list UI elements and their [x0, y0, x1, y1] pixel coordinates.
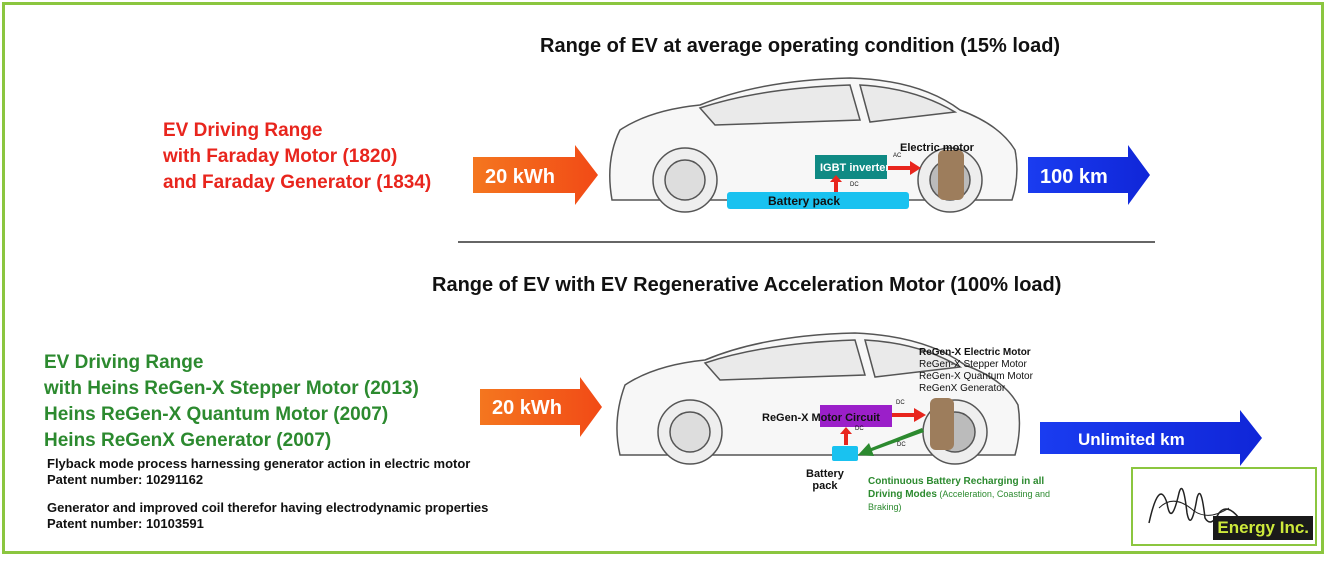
top-motor-label: Electric motor	[900, 142, 975, 154]
top-dc-arrow	[830, 175, 842, 192]
bottom-recharge-bold: Continuous Battery Recharging in all Dri…	[868, 476, 1045, 500]
top-left-text: EV Driving Range with Faraday Motor (182…	[163, 118, 431, 196]
bottom-left-text: EV Driving Range with Heins ReGen-X Step…	[44, 350, 419, 454]
bottom-motor-line-2: ReGen-X Stepper Motor	[919, 359, 1027, 370]
bottom-motor-arrow	[892, 408, 926, 422]
bottom-regen-circuit-box	[820, 405, 892, 427]
bottom-input-arrow	[480, 377, 602, 437]
bottom-battery-label: Battery pack	[806, 468, 844, 492]
bottom-title: Range of EV with EV Regenerative Acceler…	[432, 274, 1062, 296]
bottom-recharge-normal: (Acceleration, Coasting and Braking)	[868, 489, 1050, 512]
bottom-input-arrow-label: 20 kWh	[492, 397, 562, 419]
top-left-line-2: with Faraday Motor (1820)	[163, 146, 398, 167]
bottom-recharge-note: Continuous Battery Recharging in all Dri…	[868, 476, 1053, 514]
bottom-circuit-label: ReGen-X Motor Circuit	[762, 412, 880, 424]
bottom-output-arrow-label: Unlimited km	[1078, 430, 1185, 449]
top-inverter-box	[815, 155, 887, 179]
top-input-arrow-label: 20 kWh	[485, 166, 555, 188]
bottom-dc-arrow	[840, 427, 852, 445]
bottom-battery-line-1: Battery	[806, 468, 844, 480]
bottom-dc-label-mid: DC	[855, 426, 864, 432]
bottom-electric-motor-icon	[930, 398, 954, 450]
top-input-arrow	[473, 145, 598, 205]
bottom-car-illustration	[616, 332, 1021, 465]
bottom-battery-icon	[832, 446, 858, 461]
top-left-line-3: and Faraday Generator (1834)	[163, 172, 432, 193]
bottom-dc-label-top: DC	[896, 400, 905, 406]
patent-2-title: Generator and improved coil therefor hav…	[47, 500, 489, 515]
patent-1-number: Patent number: 10291162	[47, 472, 204, 487]
patent-1: Flyback mode process harnessing generato…	[47, 456, 470, 488]
patent-1-title: Flyback mode process harnessing generato…	[47, 456, 471, 471]
bottom-motor-line-1: ReGen-X Electric Motor	[919, 347, 1031, 358]
bottom-motor-line-4: ReGenX Generator	[919, 383, 1006, 394]
top-left-line-1: EV Driving Range	[163, 120, 323, 141]
top-ac-arrow	[888, 161, 921, 175]
top-dc-label: DC	[850, 182, 859, 188]
patent-2-number: Patent number: 10103591	[47, 516, 204, 531]
bottom-left-line-3: Heins ReGen-X Quantum Motor (2007)	[44, 404, 389, 425]
bottom-left-line-2: with Heins ReGen-X Stepper Motor (2013)	[44, 378, 419, 399]
bottom-motor-labels: ReGen-X Electric Motor ReGen-X Stepper M…	[919, 347, 1033, 395]
bottom-output-arrow	[1040, 410, 1262, 466]
signature-icon	[1148, 487, 1240, 524]
patent-2: Generator and improved coil therefor hav…	[47, 500, 488, 532]
top-title: Range of EV at average operating conditi…	[540, 35, 1061, 57]
page-frame	[2, 2, 1324, 554]
top-output-arrow	[1028, 145, 1150, 205]
top-output-arrow-label: 100 km	[1040, 166, 1108, 188]
top-ac-label: AC	[893, 153, 902, 159]
bottom-battery-line-2: pack	[812, 480, 838, 492]
bottom-left-line-1: EV Driving Range	[44, 352, 204, 373]
company-logo: Energy Inc.	[1131, 467, 1317, 546]
bottom-recharge-arrow	[858, 428, 924, 456]
top-battery-pack	[727, 192, 909, 209]
top-battery-label: Battery pack	[768, 194, 840, 208]
bottom-motor-line-3: ReGen-X Quantum Motor	[919, 371, 1033, 382]
logo-text: Energy Inc.	[1213, 516, 1313, 540]
bottom-left-line-4: Heins ReGenX Generator (2007)	[44, 430, 332, 451]
top-inverter-label: IGBT inverter	[820, 162, 890, 174]
bottom-dc-label-low: DC	[897, 442, 906, 448]
top-electric-motor-icon	[938, 150, 964, 200]
